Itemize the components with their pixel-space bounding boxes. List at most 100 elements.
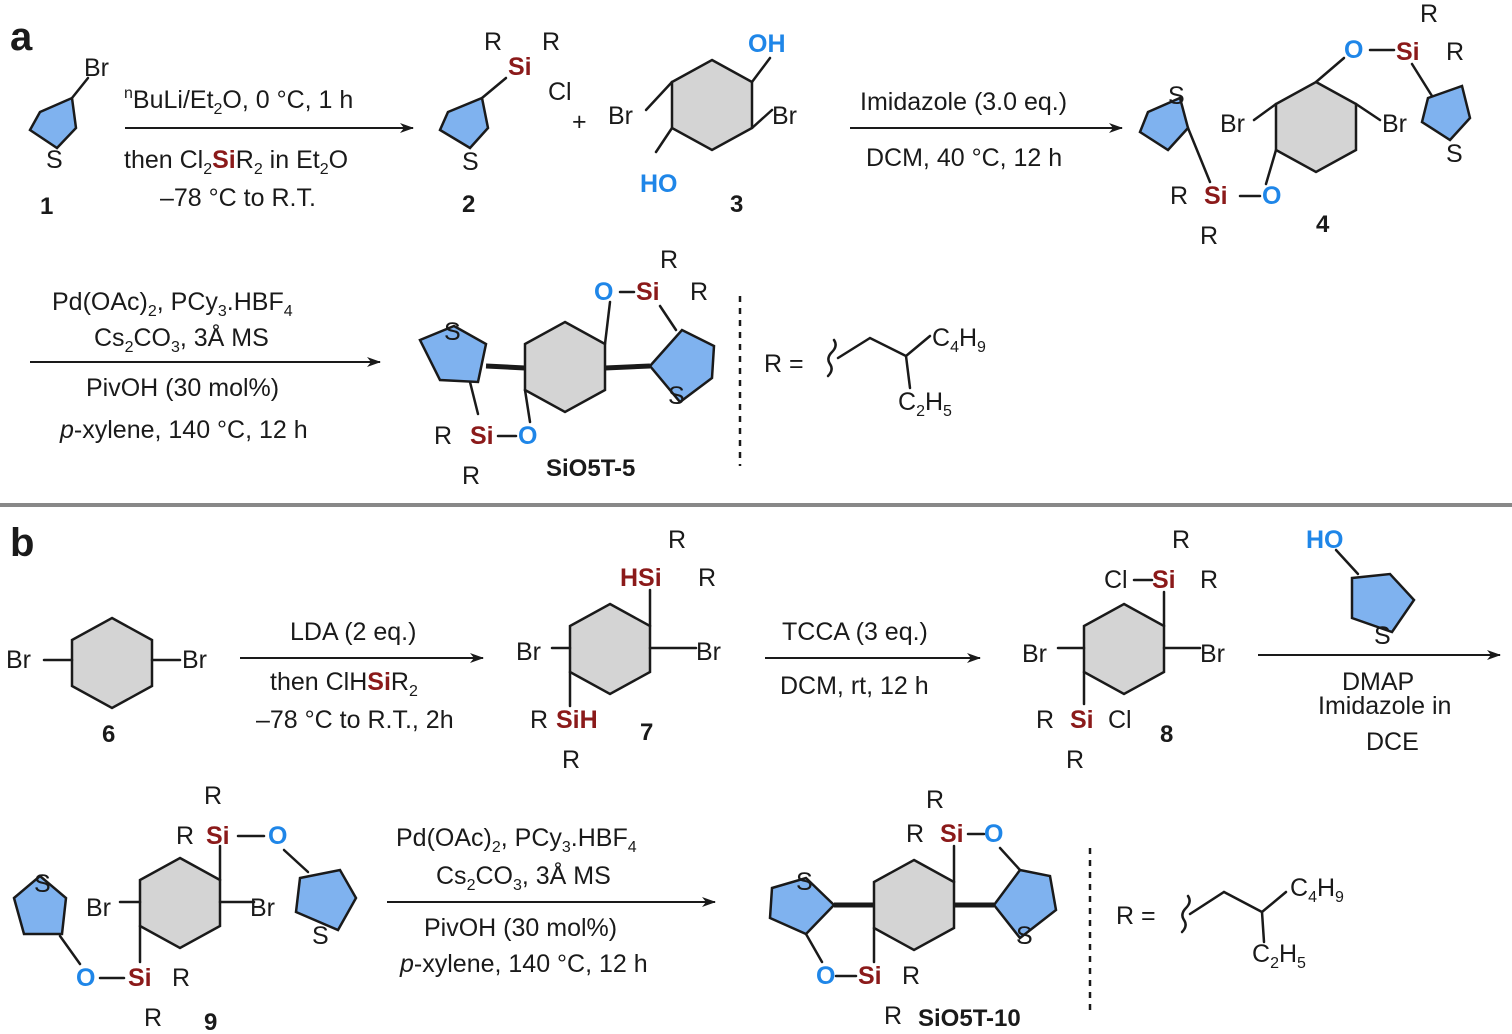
svg-text:Cl: Cl bbox=[1108, 706, 1132, 734]
svg-text:O: O bbox=[984, 820, 1003, 848]
thiophene-ring bbox=[648, 328, 716, 404]
compound-1: Br S 1 bbox=[28, 54, 109, 220]
wavy-bond bbox=[1180, 894, 1191, 934]
condition-b4-line2: Cs2CO3, 3Å MS bbox=[436, 860, 611, 894]
svg-text:Cl: Cl bbox=[548, 78, 572, 106]
compound-number-8: 8 bbox=[1160, 721, 1173, 748]
compound-number-6: 6 bbox=[102, 721, 115, 748]
svg-text:S: S bbox=[668, 382, 685, 410]
svg-text:Si: Si bbox=[128, 964, 152, 992]
svg-text:Br: Br bbox=[608, 102, 633, 130]
svg-text:R: R bbox=[1420, 0, 1438, 28]
svg-text:Si: Si bbox=[470, 422, 494, 450]
compound-label-SiO5T-5: SiO5T-5 bbox=[546, 455, 635, 482]
svg-text:Br: Br bbox=[772, 102, 797, 130]
condition-b1-line2: then ClHSiR2 bbox=[270, 668, 418, 700]
svg-text:Br: Br bbox=[1200, 640, 1225, 668]
condition-a1-line1: nBuLi/Et2O, 0 °C, 1 h bbox=[124, 85, 353, 118]
compound-4: O Si R R S Br Br O Si R R S 4 bbox=[1138, 0, 1472, 250]
svg-text:S: S bbox=[796, 868, 813, 896]
thiophene-ring bbox=[28, 96, 78, 150]
condition-b1-line3: –78 °C to R.T., 2h bbox=[256, 706, 454, 734]
svg-text:Br: Br bbox=[84, 54, 109, 82]
condition-b3-line1: DMAP bbox=[1342, 668, 1414, 696]
condition-a3-line4: p-xylene, 140 °C, 12 h bbox=[59, 416, 308, 444]
svg-text:R =: R = bbox=[764, 350, 804, 378]
svg-text:R: R bbox=[462, 462, 480, 490]
svg-text:R: R bbox=[1066, 746, 1084, 774]
svg-text:R: R bbox=[926, 786, 944, 814]
benzene-ring bbox=[70, 616, 154, 710]
compound-number-2: 2 bbox=[462, 191, 475, 218]
svg-text:S: S bbox=[462, 148, 479, 176]
svg-text:Si: Si bbox=[1396, 38, 1420, 66]
compound-3: OH HO Br Br 3 bbox=[608, 30, 797, 218]
svg-text:Si: Si bbox=[940, 820, 964, 848]
compound-number-3: 3 bbox=[730, 191, 743, 218]
condition-b4-line3: PivOH (30 mol%) bbox=[424, 914, 617, 942]
condition-b2-line1: TCCA (3 eq.) bbox=[782, 618, 928, 646]
condition-b2-line2: DCM, rt, 12 h bbox=[780, 672, 929, 700]
svg-text:S: S bbox=[34, 870, 51, 898]
svg-text:O: O bbox=[518, 422, 537, 450]
svg-text:Br: Br bbox=[1022, 640, 1047, 668]
thiophene-ring bbox=[294, 868, 358, 932]
svg-text:S: S bbox=[1446, 140, 1463, 168]
benzene-ring bbox=[872, 858, 956, 952]
panel-label-a: a bbox=[10, 15, 33, 59]
svg-text:R: R bbox=[562, 746, 580, 774]
plus-sign: + bbox=[572, 108, 587, 136]
thiophene-ring bbox=[418, 324, 488, 384]
compound-SiO5T-5: S S O Si R R O Si R R SiO5T-5 bbox=[418, 246, 716, 490]
compound-2: Si R R Cl S 2 bbox=[438, 28, 572, 218]
thiophene-ring bbox=[1138, 96, 1190, 152]
condition-a2-line2: DCM, 40 °C, 12 h bbox=[866, 144, 1062, 172]
svg-text:R: R bbox=[1170, 182, 1188, 210]
condition-a1-line3: –78 °C to R.T. bbox=[160, 184, 316, 212]
svg-text:R: R bbox=[1036, 706, 1054, 734]
svg-text:HSi: HSi bbox=[620, 564, 662, 592]
benzene-ring bbox=[1274, 80, 1358, 174]
svg-text:Si: Si bbox=[1204, 182, 1228, 210]
svg-text:O: O bbox=[816, 962, 835, 990]
panel-label-b: b bbox=[10, 521, 34, 565]
svg-text:Br: Br bbox=[182, 646, 207, 674]
thiophene-ring bbox=[1350, 572, 1416, 634]
svg-text:Br: Br bbox=[1220, 110, 1245, 138]
condition-b3-line3: DCE bbox=[1366, 728, 1419, 756]
svg-text:O: O bbox=[1262, 182, 1281, 210]
svg-text:Br: Br bbox=[250, 894, 275, 922]
svg-text:R: R bbox=[144, 1004, 162, 1032]
thiophene-ring bbox=[1420, 84, 1472, 142]
svg-text:Si: Si bbox=[1070, 706, 1094, 734]
thiophene-ring bbox=[438, 96, 490, 150]
svg-text:R: R bbox=[204, 782, 222, 810]
condition-b1-line1: LDA (2 eq.) bbox=[290, 618, 416, 646]
svg-text:R: R bbox=[542, 28, 560, 56]
svg-text:S: S bbox=[1374, 622, 1391, 650]
substituent-a-bottom: C2H5 bbox=[898, 388, 952, 420]
substituent-definition-a: R = C4H9 C2H5 bbox=[764, 324, 986, 420]
compound-number-7: 7 bbox=[640, 719, 653, 746]
condition-b4-line1: Pd(OAc)2, PCy3.HBF4 bbox=[396, 824, 637, 856]
compound-7: HSi R R Br Br SiH R R 7 bbox=[516, 526, 721, 774]
svg-text:R: R bbox=[668, 526, 686, 554]
wavy-bond bbox=[826, 338, 837, 378]
svg-text:Br: Br bbox=[6, 646, 31, 674]
thiophene-ring bbox=[12, 874, 68, 936]
substituent-b-top: C4H9 bbox=[1290, 874, 1344, 906]
svg-text:R: R bbox=[434, 422, 452, 450]
svg-text:HO: HO bbox=[640, 170, 678, 198]
benzene-ring bbox=[670, 58, 754, 152]
svg-text:Br: Br bbox=[1382, 110, 1407, 138]
compound-8: Cl Si R R Br Br Si R Cl R 8 bbox=[1022, 526, 1225, 774]
substituent-a-top: C4H9 bbox=[932, 324, 986, 356]
substituent-definition-b: R = C4H9 C2H5 bbox=[1116, 874, 1344, 972]
svg-text:Si: Si bbox=[206, 822, 230, 850]
svg-text:R: R bbox=[172, 964, 190, 992]
svg-text:Si: Si bbox=[858, 962, 882, 990]
svg-text:O: O bbox=[1344, 36, 1363, 64]
compound-number-9: 9 bbox=[204, 1009, 217, 1034]
svg-text:R: R bbox=[906, 820, 924, 848]
svg-text:Si: Si bbox=[1152, 566, 1176, 594]
